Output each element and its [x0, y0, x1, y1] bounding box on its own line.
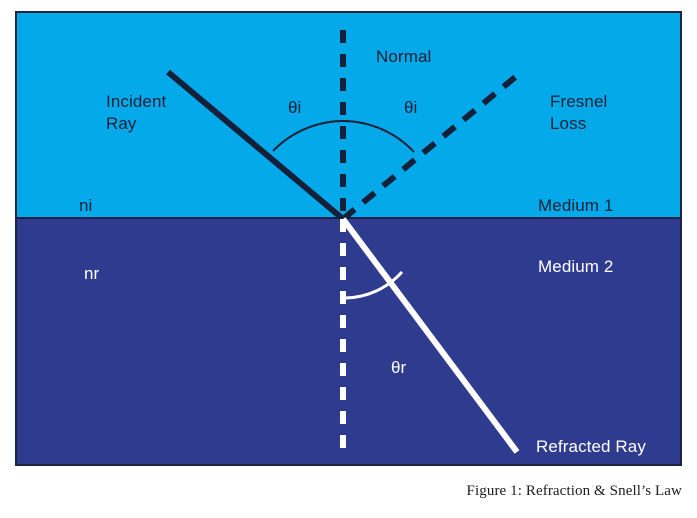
medium-2-region	[17, 219, 680, 464]
medium-2-label: Medium 2	[538, 257, 614, 276]
medium-1-label: Medium 1	[538, 196, 614, 215]
angle-reflection-arc	[342, 120, 415, 153]
incident-ray-line	[166, 69, 345, 222]
refraction-diagram: Incident Ray Fresnel Loss Normal θi θi n…	[15, 11, 682, 466]
angle-reflection-label: θi	[404, 98, 418, 117]
figure-caption: Figure 1: Refraction & Snell’s Law	[466, 483, 682, 499]
refracted-ray-label: Refracted Ray	[536, 437, 646, 456]
fresnel-loss-label: Fresnel Loss	[550, 92, 608, 134]
medium-2-index-label: nr	[84, 264, 100, 283]
rays-layer	[166, 30, 521, 454]
fresnel-loss-ray-line	[341, 71, 521, 222]
normal-label: Normal	[376, 47, 432, 66]
angle-refraction-arc	[344, 270, 404, 300]
refracted-ray-line	[340, 217, 520, 454]
medium-1-index-label: ni	[79, 196, 93, 215]
angle-refraction-label: θr	[391, 358, 407, 377]
angle-incidence-label: θi	[288, 98, 302, 117]
incident-ray-label: Incident Ray	[106, 92, 167, 134]
angle-incidence-arc	[272, 120, 344, 152]
medium-1-region	[17, 13, 680, 219]
